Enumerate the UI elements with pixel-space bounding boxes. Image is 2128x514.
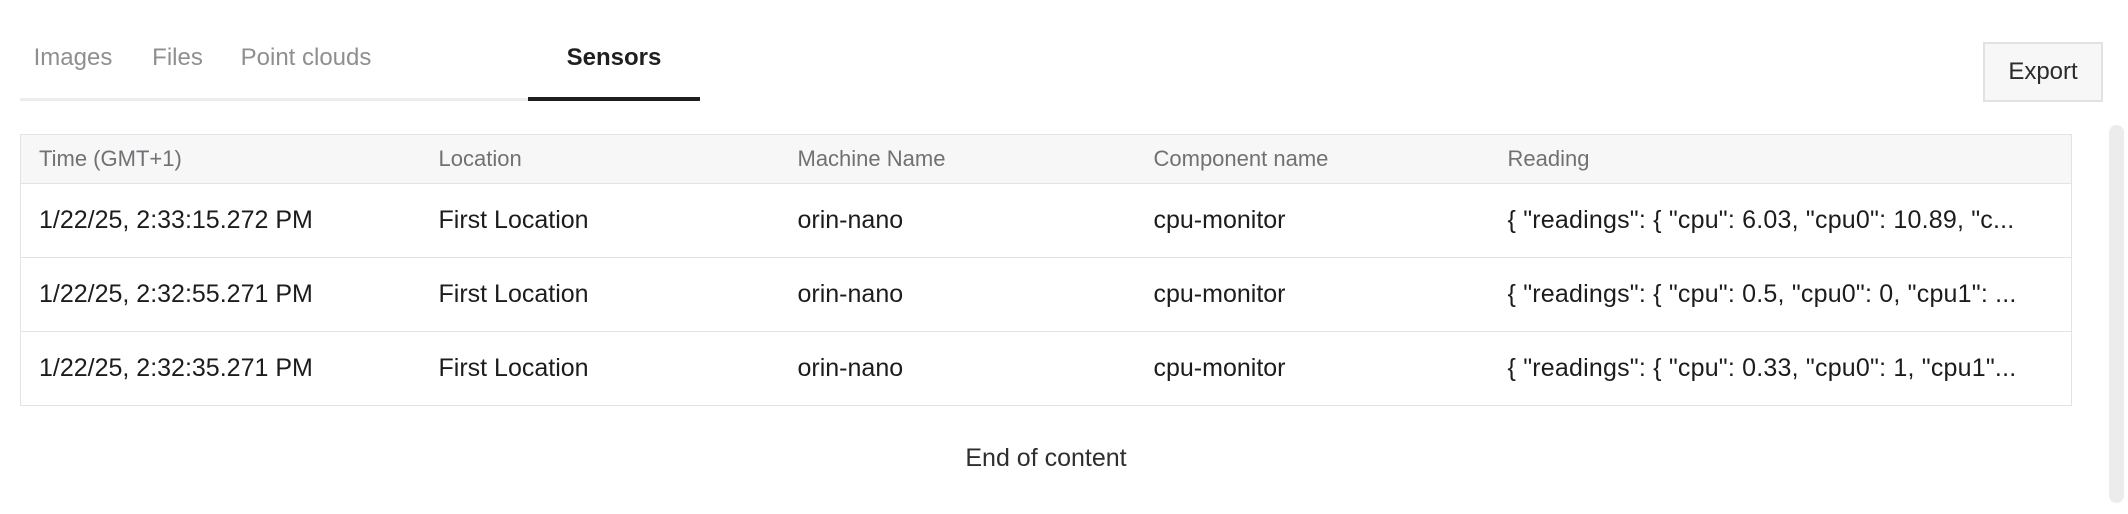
- column-header-time: Time (GMT+1): [20, 134, 421, 184]
- table-header-row: Time (GMT+1) Location Machine Name Compo…: [20, 134, 2072, 184]
- tab-bar-underline: [20, 98, 528, 101]
- active-tab-indicator: [528, 97, 700, 101]
- cell-machine-name: orin-nano: [779, 183, 1136, 258]
- cell-location: First Location: [420, 183, 780, 258]
- cell-location: First Location: [420, 257, 780, 332]
- column-header-component-name: Component name: [1135, 134, 1490, 184]
- tab-files-label: Files: [152, 44, 203, 71]
- tab-sensors[interactable]: Sensors: [528, 18, 700, 98]
- tab-images-label: Images: [33, 44, 113, 71]
- cell-component-name: cpu-monitor: [1135, 183, 1490, 258]
- vertical-scrollbar[interactable]: [2109, 125, 2124, 503]
- cell-time: 1/22/25, 2:33:15.272 PM: [20, 183, 421, 258]
- cell-time: 1/22/25, 2:32:35.271 PM: [20, 331, 421, 406]
- column-header-location: Location: [420, 134, 780, 184]
- table-row: 1/22/25, 2:32:55.271 PM First Location o…: [20, 257, 2072, 332]
- sensor-readings-table: Time (GMT+1) Location Machine Name Compo…: [20, 134, 2072, 406]
- cell-time: 1/22/25, 2:32:55.271 PM: [20, 257, 421, 332]
- cell-machine-name: orin-nano: [779, 331, 1136, 406]
- cell-reading: { "readings": { "cpu": 0.33, "cpu0": 1, …: [1489, 331, 2072, 406]
- tab-files[interactable]: Files: [138, 18, 217, 98]
- table-row: 1/22/25, 2:32:35.271 PM First Location o…: [20, 331, 2072, 406]
- column-header-reading: Reading: [1489, 134, 2072, 184]
- export-button[interactable]: Export: [1983, 42, 2103, 102]
- tab-point-clouds[interactable]: Point clouds: [230, 18, 382, 98]
- cell-reading: { "readings": { "cpu": 0.5, "cpu0": 0, "…: [1489, 257, 2072, 332]
- cell-location: First Location: [420, 331, 780, 406]
- end-of-content-label: End of content: [965, 444, 1127, 472]
- tab-point-clouds-label: Point clouds: [240, 44, 372, 71]
- table-row: 1/22/25, 2:33:15.272 PM First Location o…: [20, 183, 2072, 258]
- cell-reading: { "readings": { "cpu": 6.03, "cpu0": 10.…: [1489, 183, 2072, 258]
- cell-machine-name: orin-nano: [779, 257, 1136, 332]
- column-header-machine-name: Machine Name: [779, 134, 1136, 184]
- tab-images[interactable]: Images: [20, 18, 126, 98]
- tab-sensors-label: Sensors: [566, 44, 662, 71]
- cell-component-name: cpu-monitor: [1135, 257, 1490, 332]
- cell-component-name: cpu-monitor: [1135, 331, 1490, 406]
